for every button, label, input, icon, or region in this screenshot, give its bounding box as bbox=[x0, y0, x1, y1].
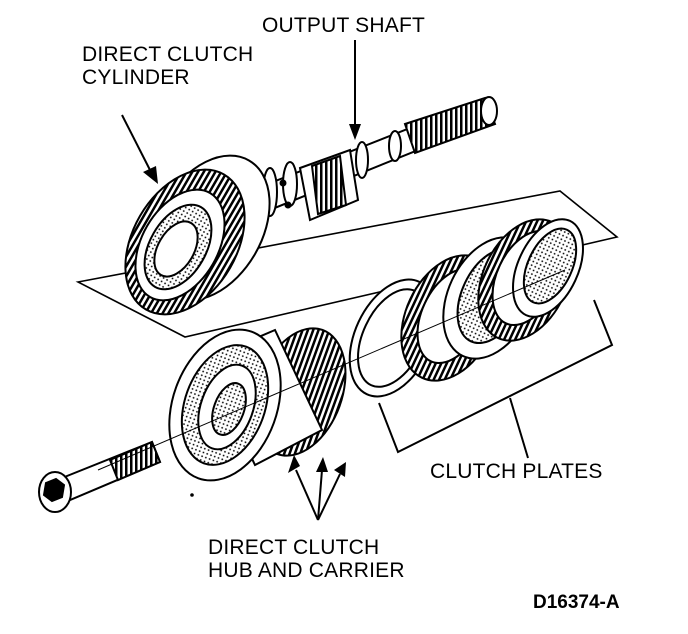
direct-clutch-hub-and-carrier bbox=[168, 327, 347, 482]
direct-clutch-cylinder-label-line2: CYLINDER bbox=[82, 66, 190, 89]
clutch-plate-pack bbox=[348, 218, 584, 398]
figure-id: D16374-A bbox=[533, 592, 620, 613]
clutch-plates-label: CLUTCH PLATES bbox=[430, 460, 603, 483]
hub-carrier-leader bbox=[288, 455, 346, 521]
output-shaft-leader bbox=[349, 40, 361, 140]
clutch-plates-bracket bbox=[378, 299, 614, 459]
centerline bbox=[97, 269, 566, 471]
cylinder-leader bbox=[121, 114, 158, 184]
hub-and-carrier-label-line2: HUB AND CARRIER bbox=[208, 559, 405, 582]
direct-clutch-cylinder bbox=[124, 154, 271, 316]
output-shaft-label: OUTPUT SHAFT bbox=[262, 14, 426, 37]
reference-dot bbox=[190, 493, 194, 497]
assembly-plane bbox=[75, 190, 619, 338]
hub-and-carrier-label-line1: DIRECT CLUTCH bbox=[208, 536, 380, 559]
direct-clutch-cylinder-label-line1: DIRECT CLUTCH bbox=[82, 43, 254, 66]
retaining-bolt bbox=[38, 440, 162, 513]
